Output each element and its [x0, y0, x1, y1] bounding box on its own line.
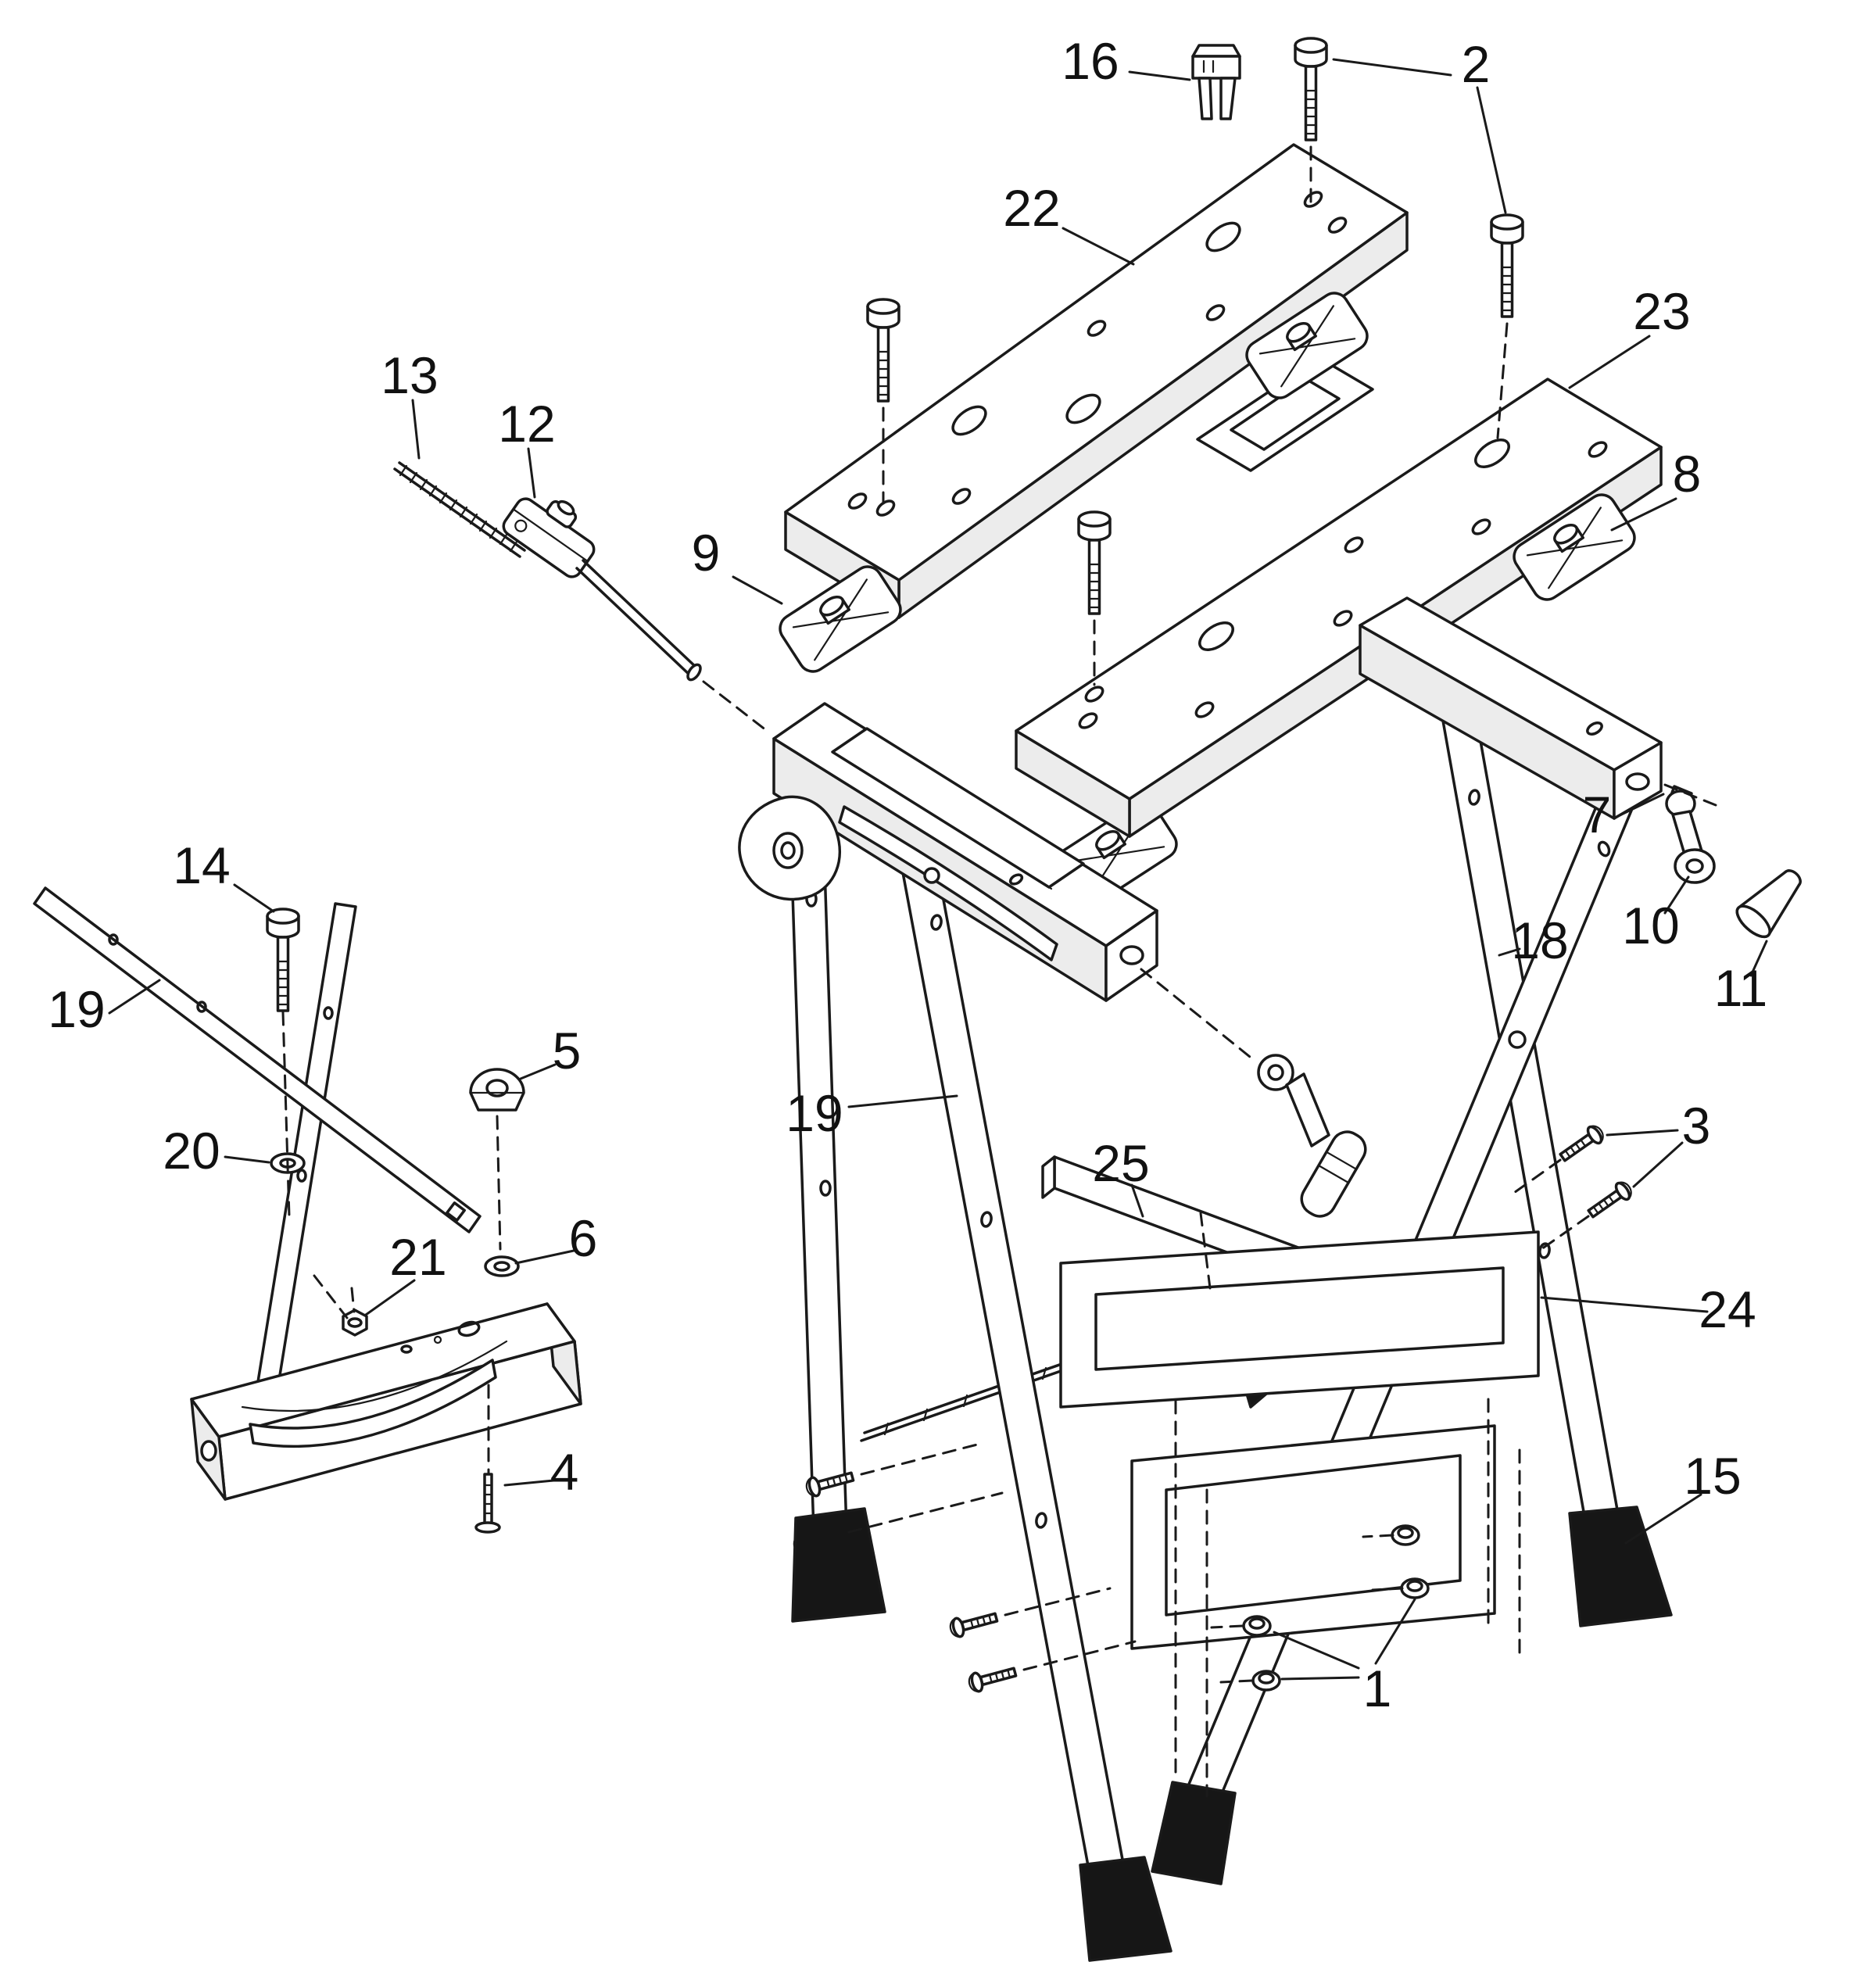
pivot-bolt-right [1508, 1030, 1527, 1049]
bolt-2-b [1294, 37, 1328, 141]
swivel-peg-16 [1191, 44, 1241, 120]
part-label-14: 14 [173, 836, 231, 894]
screw-4 [474, 1473, 501, 1534]
part-label-18: 18 [1511, 911, 1569, 969]
cap-nut-1-d [1251, 1670, 1281, 1692]
crank-link-10 [1665, 789, 1716, 884]
bolt-2-d [1077, 510, 1112, 615]
leader-lines [108, 58, 1768, 1681]
crossbar-24-lower [1130, 1424, 1496, 1650]
part-label-20: 20 [163, 1122, 220, 1180]
crank-knob-11 [1735, 869, 1802, 939]
pivot-bolt-left [923, 867, 940, 884]
part-label-11: 11 [1713, 959, 1768, 1017]
part-label-7: 7 [1582, 786, 1612, 843]
cap-nut-1-a [1391, 1524, 1420, 1546]
part-label-12: 12 [498, 395, 556, 453]
clamp-arm [190, 1302, 582, 1501]
rail-19-left [33, 886, 482, 1233]
part-label-10: 10 [1622, 897, 1680, 954]
crank-handle [1257, 1054, 1367, 1218]
part-label-5: 5 [552, 1022, 582, 1079]
part-label-3: 3 [1681, 1097, 1711, 1155]
frame-screw-d [965, 1661, 1019, 1695]
rubber-feet-15 [791, 1506, 1673, 1962]
crossbar-24-upper [1059, 1230, 1540, 1409]
screw-3-a [1556, 1121, 1608, 1167]
clamp-nut-12 [502, 497, 596, 578]
part-label-4: 4 [550, 1443, 579, 1501]
part-label-13: 13 [381, 346, 439, 404]
part-label-19-left: 19 [48, 980, 106, 1038]
cap-nut-1-b [1400, 1577, 1430, 1599]
bolt-2-a [866, 298, 900, 403]
part-label-15: 15 [1684, 1447, 1742, 1505]
bolt-14 [266, 908, 300, 1012]
washer-6 [484, 1255, 520, 1277]
threaded-rod-13 [393, 461, 526, 558]
part-label-16: 16 [1062, 32, 1119, 90]
assembly-dashed-lines [281, 145, 1721, 1798]
part-label-21: 21 [389, 1228, 447, 1286]
part-label-9: 9 [691, 524, 721, 582]
frame-screw-c [947, 1606, 1001, 1640]
rod-13-shank [575, 559, 702, 682]
bolt-2-c [1490, 213, 1524, 318]
part-label-23: 23 [1633, 282, 1691, 340]
pivot-bracket [738, 795, 841, 901]
part-label-2: 2 [1461, 35, 1491, 93]
nut-21 [342, 1309, 368, 1337]
part-label-25: 25 [1092, 1134, 1150, 1192]
part-label-6: 6 [568, 1209, 598, 1267]
part-label-8: 8 [1672, 445, 1702, 503]
left-trestle-beam [772, 702, 1158, 1002]
right-trestle-beam [1359, 596, 1663, 820]
part-label-22: 22 [1003, 179, 1061, 237]
part-label-1: 1 [1362, 1659, 1392, 1717]
cap-nut-1-c [1242, 1615, 1272, 1637]
part-label-19-right: 19 [786, 1084, 843, 1142]
part-label-24: 24 [1699, 1280, 1756, 1338]
wing-knob-5 [469, 1068, 525, 1112]
screw-3-b [1584, 1177, 1636, 1223]
